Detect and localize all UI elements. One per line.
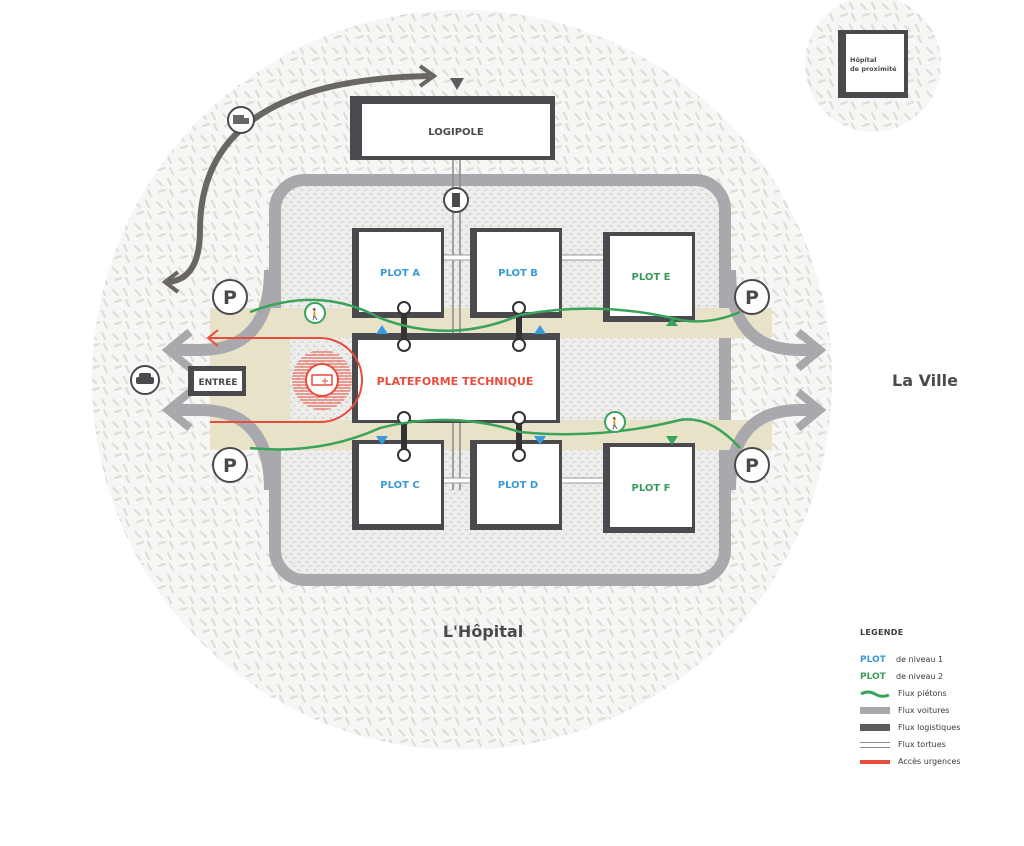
legend-item-level2: PLOT de niveau 2 — [860, 668, 1010, 685]
svg-text:🚶: 🚶 — [608, 417, 622, 430]
legend-title: LEGENDE — [860, 628, 904, 637]
proximity-hospital-label-2: de proximité — [850, 65, 897, 73]
legend-plot-swatch: PLOT — [860, 654, 886, 665]
tortues-swatch — [860, 741, 890, 748]
emergency-swatch — [860, 759, 890, 764]
ambulance-icon — [305, 363, 339, 397]
elevator-icon — [443, 187, 469, 213]
car-icon — [130, 365, 160, 395]
legend-label: Flux tortues — [898, 740, 946, 749]
legend-item-logistics: Flux logistiques — [860, 719, 1010, 736]
plot-label: PLOT E — [632, 272, 671, 283]
pedestrian-icon: 🚶 — [304, 302, 326, 324]
parking-label: P — [223, 455, 237, 477]
legend-item-tortues: Flux tortues — [860, 736, 1010, 753]
legend-label: Flux piétons — [898, 689, 947, 698]
logistics-swatch — [860, 724, 890, 731]
legend: LEGENDE PLOT de niveau 1 PLOT de niveau … — [860, 628, 1010, 770]
parking-label: P — [223, 287, 237, 309]
legend-item-pedestrian: Flux piétons — [860, 685, 1010, 702]
plot-a: PLOT A — [352, 228, 444, 318]
plot-f: PLOT F — [603, 443, 695, 533]
legend-item-emergency: Accès urgences — [860, 753, 1010, 770]
legend-item-level1: PLOT de niveau 1 — [860, 651, 1010, 668]
logipole-building: LOGIPOLE — [350, 96, 555, 160]
plot-label: PLOT F — [632, 483, 671, 494]
technical-platform-building: PLATEFORME TECHNIQUE — [352, 333, 560, 423]
legend-label: de niveau 2 — [896, 672, 944, 681]
parking-icon: P — [734, 447, 770, 483]
plot-label: PLOT A — [380, 268, 420, 279]
plot-label: PLOT B — [498, 268, 538, 279]
parking-icon: P — [734, 279, 770, 315]
plot-label: PLOT C — [380, 480, 420, 491]
plot-e: PLOT E — [603, 232, 695, 322]
technical-platform-label: PLATEFORME TECHNIQUE — [377, 375, 534, 388]
car-swatch — [860, 707, 890, 714]
truck-icon — [227, 106, 255, 134]
legend-label: de niveau 1 — [896, 655, 944, 664]
svg-text:🚶: 🚶 — [308, 308, 322, 321]
car-flows — [161, 269, 827, 491]
emergency-access — [206, 329, 363, 423]
legend-label: Flux logistiques — [898, 723, 961, 732]
entrance-label: ENTREE — [198, 378, 237, 388]
parking-label: P — [745, 455, 759, 477]
hospital-label: L'Hôpital — [443, 622, 523, 641]
entrance-sign: ENTREE — [188, 366, 246, 396]
parking-icon: P — [212, 447, 248, 483]
parking-icon: P — [212, 279, 248, 315]
parking-label: P — [745, 287, 759, 309]
city-label: La Ville — [892, 371, 958, 390]
pedestrian-icon: 🚶 — [604, 411, 626, 433]
pedestrian-swatch — [860, 689, 890, 699]
legend-label: Accès urgences — [898, 757, 961, 766]
legend-item-car: Flux voitures — [860, 702, 1010, 719]
legend-label: Flux voitures — [898, 706, 950, 715]
plot-label: PLOT D — [498, 480, 538, 491]
logipole-label: LOGIPOLE — [428, 127, 484, 138]
proximity-hospital-label-1: Hôpital — [850, 56, 877, 64]
proximity-hospital-building: Hôpital de proximité — [838, 30, 908, 98]
logistics-flow — [161, 64, 438, 294]
pedestrian-flows — [249, 298, 741, 451]
legend-plot-swatch: PLOT — [860, 671, 886, 682]
